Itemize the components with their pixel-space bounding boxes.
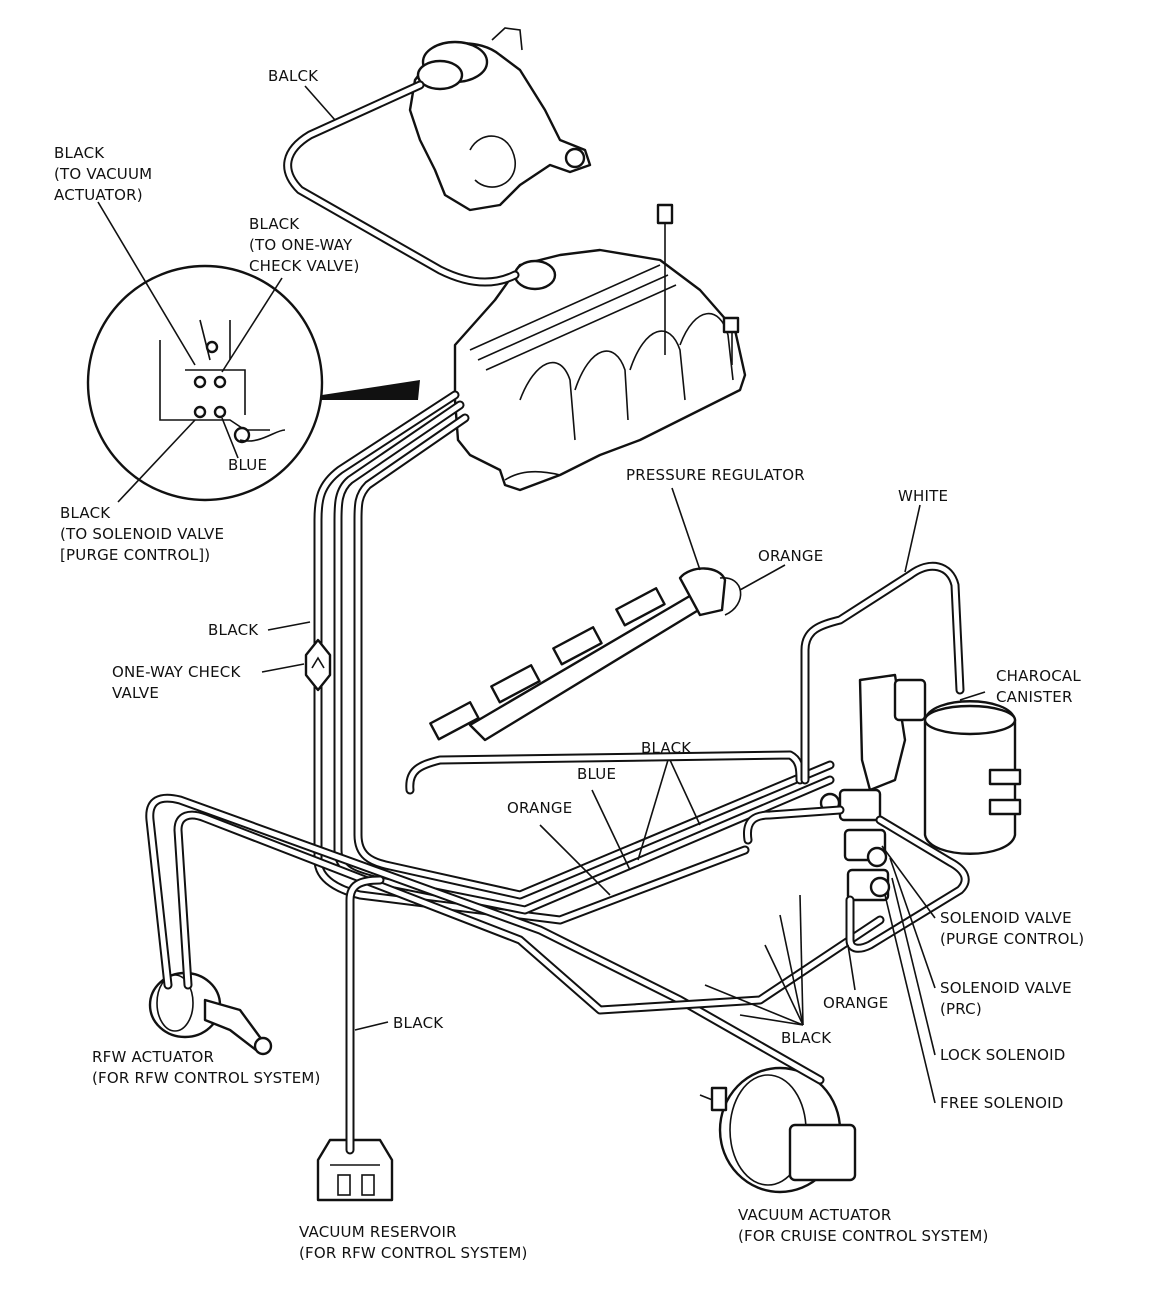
label-blue-inset: BLUE <box>228 455 267 476</box>
label-black-left-text: BLACK <box>208 621 259 639</box>
label-black-bottom: BLACK <box>781 1028 831 1049</box>
label-black-bottom-text: BLACK <box>781 1029 832 1047</box>
label-orange-top-text: ORANGE <box>758 547 824 565</box>
label-black-mid-text: BLACK <box>641 739 692 757</box>
solenoid-bracket <box>819 673 927 902</box>
label-lock-solenoid-text: LOCK SOLENOID <box>940 1046 1066 1064</box>
label-balck-text: BALCK <box>268 67 319 85</box>
label-black-mid: BLACK <box>641 738 691 759</box>
vacuum-actuator-cruise <box>699 1066 857 1194</box>
hoses <box>145 80 970 1155</box>
label-vacuum-reservoir: VACUUM RESERVOIR (FOR RFW CONTROL SYSTEM… <box>299 1222 528 1264</box>
intake-manifold <box>453 203 747 492</box>
label-orange-top: ORANGE <box>758 546 823 567</box>
inset-detail <box>86 264 420 502</box>
label-black-to-check-valve: BLACK (TO ONE-WAY CHECK VALVE) <box>249 214 360 277</box>
label-orange-mid-text: ORANGE <box>507 799 573 817</box>
vacuum-reservoir <box>316 1138 394 1202</box>
label-free-solenoid-text: FREE SOLENOID <box>940 1094 1064 1112</box>
throttle-actuator-top <box>408 27 592 212</box>
label-blue-mid-text: BLUE <box>577 765 617 783</box>
label-vacuum-actuator: VACUUM ACTUATOR (FOR CRUISE CONTROL SYST… <box>738 1205 989 1247</box>
label-line: (FOR CRUISE CONTROL SYSTEM) <box>738 1227 989 1245</box>
label-line: (TO ONE-WAY <box>249 236 353 254</box>
label-black-left: BLACK <box>208 620 258 641</box>
one-way-check-valve <box>304 638 332 692</box>
label-line: ACTUATOR) <box>54 186 143 204</box>
label-line: SOLENOID VALVE <box>940 979 1072 997</box>
label-pressure-regulator-text: PRESSURE REGULATOR <box>626 466 805 484</box>
label-white: WHITE <box>898 486 948 507</box>
label-balck: BALCK <box>268 66 318 87</box>
label-solenoid-purge: SOLENOID VALVE (PURGE CONTROL) <box>940 908 1084 950</box>
label-line: (FOR RFW CONTROL SYSTEM) <box>92 1069 321 1087</box>
label-line: VACUUM ACTUATOR <box>738 1206 892 1224</box>
label-line: (TO VACUUM <box>54 165 153 183</box>
fuel-rail <box>429 567 742 742</box>
label-blue-inset-text: BLUE <box>228 456 268 474</box>
label-line: VALVE <box>112 684 160 702</box>
label-free-solenoid: FREE SOLENOID <box>940 1093 1064 1114</box>
label-black-to-vacuum-actuator: BLACK (TO VACUUM ACTUATOR) <box>54 143 152 206</box>
label-line: [PURGE CONTROL]) <box>60 546 211 564</box>
label-black-to-solenoid-purge: BLACK (TO SOLENOID VALVE [PURGE CONTROL]… <box>60 503 224 566</box>
label-line: CANISTER <box>996 688 1073 706</box>
label-line: RFW ACTUATOR <box>92 1048 215 1066</box>
leader-lines <box>97 85 986 1104</box>
label-orange-low-text: ORANGE <box>823 994 889 1012</box>
label-orange-mid: ORANGE <box>507 798 572 819</box>
label-orange-low: ORANGE <box>823 993 888 1014</box>
label-line: CHECK VALVE) <box>249 257 360 275</box>
label-line: SOLENOID VALVE <box>940 909 1072 927</box>
label-line: (PRC) <box>940 1000 982 1018</box>
label-black-reservoir-line: BLACK <box>393 1013 443 1034</box>
label-line: VACUUM RESERVOIR <box>299 1223 457 1241</box>
label-lock-solenoid: LOCK SOLENOID <box>940 1045 1065 1066</box>
charcoal-canister <box>923 700 1022 855</box>
label-rfw-actuator: RFW ACTUATOR (FOR RFW CONTROL SYSTEM) <box>92 1047 321 1089</box>
label-white-text: WHITE <box>898 487 949 505</box>
label-line: ONE-WAY CHECK <box>112 663 241 681</box>
label-charcoal-canister: CHAROCAL CANISTER <box>996 666 1081 708</box>
label-black-reservoir-line-text: BLACK <box>393 1014 444 1032</box>
label-solenoid-prc: SOLENOID VALVE (PRC) <box>940 978 1072 1020</box>
label-line: (FOR RFW CONTROL SYSTEM) <box>299 1244 528 1262</box>
label-line: (PURGE CONTROL) <box>940 930 1085 948</box>
label-line: BLACK <box>60 504 111 522</box>
label-line: BLACK <box>54 144 105 162</box>
label-pressure-regulator: PRESSURE REGULATOR <box>626 465 805 486</box>
label-line: CHAROCAL <box>996 667 1081 685</box>
label-line: (TO SOLENOID VALVE <box>60 525 225 543</box>
label-line: BLACK <box>249 215 300 233</box>
label-one-way-check-valve: ONE-WAY CHECK VALVE <box>112 662 241 704</box>
label-blue-mid: BLUE <box>577 764 616 785</box>
